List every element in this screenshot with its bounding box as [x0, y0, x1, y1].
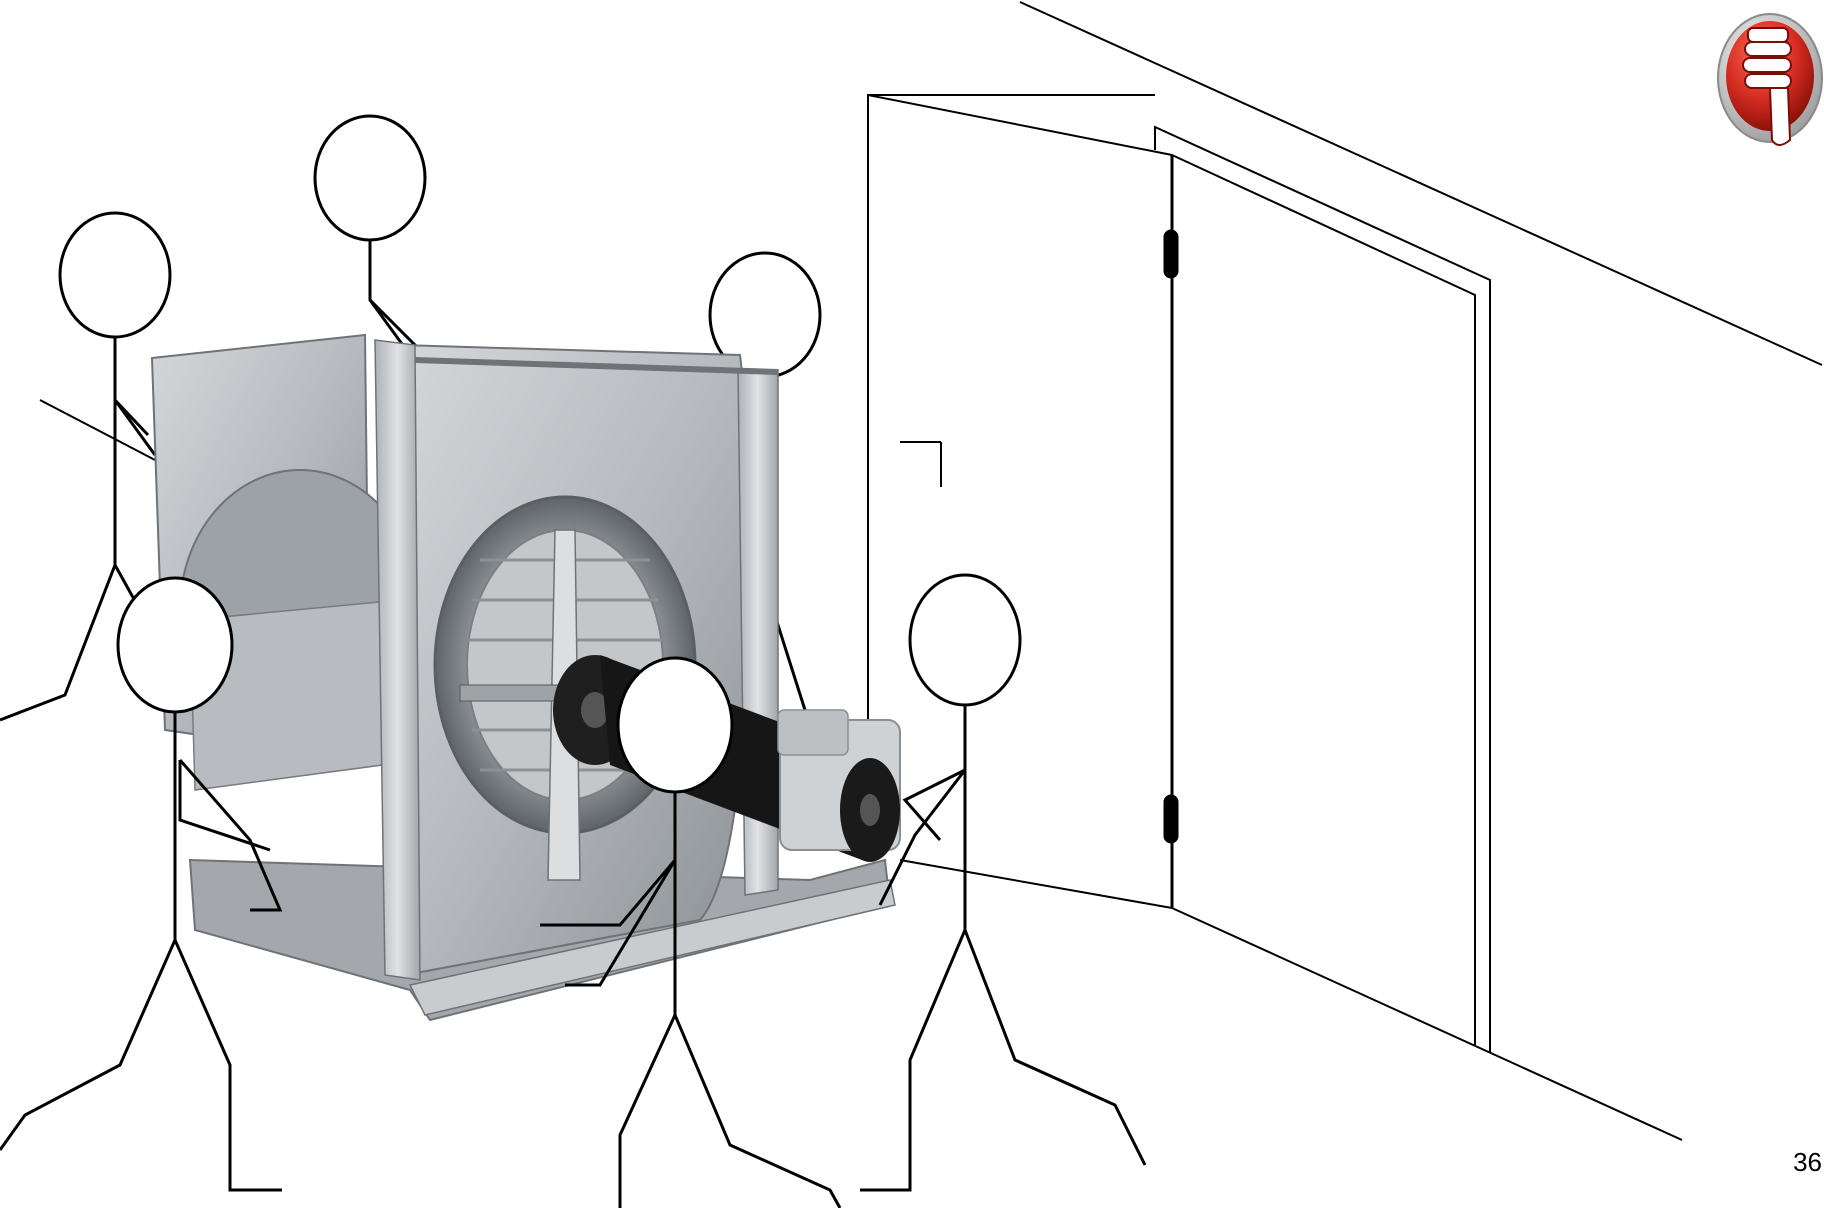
- stick-figure-back-center: [315, 116, 430, 360]
- door: [1155, 127, 1490, 1052]
- centrifugal-blower: [152, 335, 900, 1020]
- page-number: 36: [1793, 1147, 1822, 1178]
- thumbs-down-icon: [1718, 14, 1822, 145]
- door-hinge-bottom: [1164, 795, 1178, 843]
- door-hinge-top: [1164, 230, 1178, 278]
- stick-figure-front-right: [860, 575, 1145, 1190]
